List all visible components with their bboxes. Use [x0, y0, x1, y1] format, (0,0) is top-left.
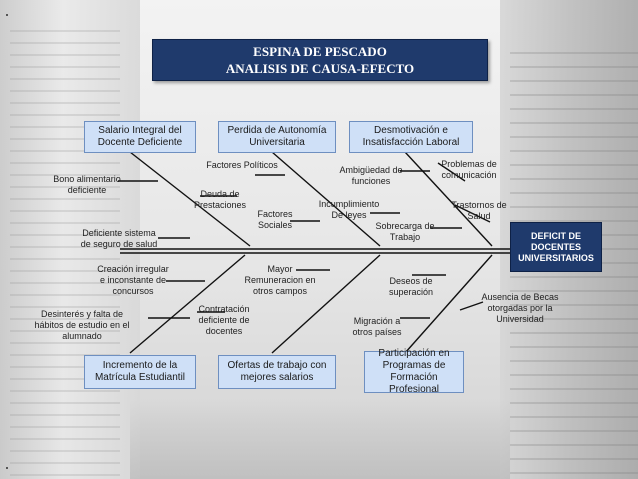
- bone-bottom-right: [404, 254, 493, 354]
- connector-trastornos: [454, 204, 491, 223]
- category-label: Desmotivación e Insatisfacción Laboral: [362, 125, 460, 148]
- category-salario-integral: Salario Integral del Docente Deficiente: [84, 121, 196, 153]
- cause-desinteres-alumnado: Desinterés y falta de hábitos de estudio…: [34, 309, 130, 341]
- category-ofertas-trabajo: Ofertas de trabajo con mejores salarios: [218, 355, 336, 389]
- bone-top-center: [271, 151, 381, 247]
- connector-ausencia: [459, 301, 484, 311]
- corner-dot: [6, 14, 8, 16]
- category-desmotivacion: Desmotivación e Insatisfacción Laboral: [349, 121, 473, 153]
- bone-top-right: [404, 151, 493, 247]
- effect-box: DEFICIT DE DOCENTES UNIVERSITARIOS: [510, 222, 602, 272]
- connector-problemas: [437, 162, 466, 182]
- title-line-1: ESPINA DE PESCADO: [253, 44, 387, 59]
- title-box: ESPINA DE PESCADO ANALISIS DE CAUSA-EFEC…: [152, 39, 488, 81]
- effect-label: DEFICIT DE DOCENTES UNIVERSITARIOS: [518, 230, 594, 263]
- category-participacion-programas: Participación en Programas de Formación …: [364, 348, 464, 395]
- category-label: Participación en Programas de Formación …: [378, 348, 450, 395]
- cause-sobrecarga-trabajo: Sobrecarga de Trabajo: [375, 221, 435, 242]
- cause-trastornos-salud: Trastornos de Salud: [451, 200, 507, 221]
- cause-mayor-remuneracion: Mayor Remuneracion en otros campos: [244, 264, 316, 296]
- category-incremento-matricula: Incremento de la Matrícula Estudiantil: [84, 355, 196, 389]
- category-label: Ofertas de trabajo con mejores salarios: [227, 360, 327, 383]
- cause-factores-politicos: Factores Políticos: [206, 160, 278, 170]
- background-building-bottom: [130, 400, 510, 479]
- cause-contratacion-docentes: Contratación deficiente de docentes: [198, 304, 250, 336]
- cause-ausencia-becas: Ausencia de Becas otorgadas por la Unive…: [481, 292, 559, 324]
- category-label: Incremento de la Matrícula Estudiantil: [94, 360, 186, 383]
- cause-deuda-prestaciones: Deuda de Prestaciones: [193, 189, 247, 210]
- category-perdida-autonomia: Perdida de Autonomía Universitaria: [218, 121, 336, 153]
- category-label: Perdida de Autonomía Universitaria: [227, 125, 327, 148]
- background-building-left-stripes: [10, 20, 120, 479]
- cause-bono-alimentario: Bono alimentario deficiente: [53, 174, 121, 195]
- cause-deficiente-sistema: Deficiente sistema de seguro de salud: [80, 228, 158, 249]
- background-building-left: [0, 0, 140, 479]
- cause-creacion-concursos: Creación irregular e inconstante de conc…: [97, 264, 169, 296]
- cause-incumplimiento-leyes: Incumplimiento De leyes: [318, 199, 380, 220]
- cause-deseos-superacion: Deseos de superación: [388, 276, 434, 297]
- cause-migracion-paises: Migración a otros países: [352, 316, 402, 337]
- bone-top-left: [129, 151, 251, 247]
- corner-dot: [6, 467, 8, 469]
- cause-factores-sociales: Factores Sociales: [257, 209, 293, 230]
- category-label: Salario Integral del Docente Deficiente: [97, 125, 183, 148]
- cause-problemas-comunicacion: Problemas de comunicación: [441, 159, 497, 180]
- cause-ambiguedad-funciones: Ambigüedad de funciones: [339, 165, 403, 186]
- title-line-2: ANALISIS DE CAUSA-EFECTO: [225, 61, 415, 76]
- bone-bottom-left: [129, 254, 246, 354]
- bone-bottom-center: [271, 254, 381, 354]
